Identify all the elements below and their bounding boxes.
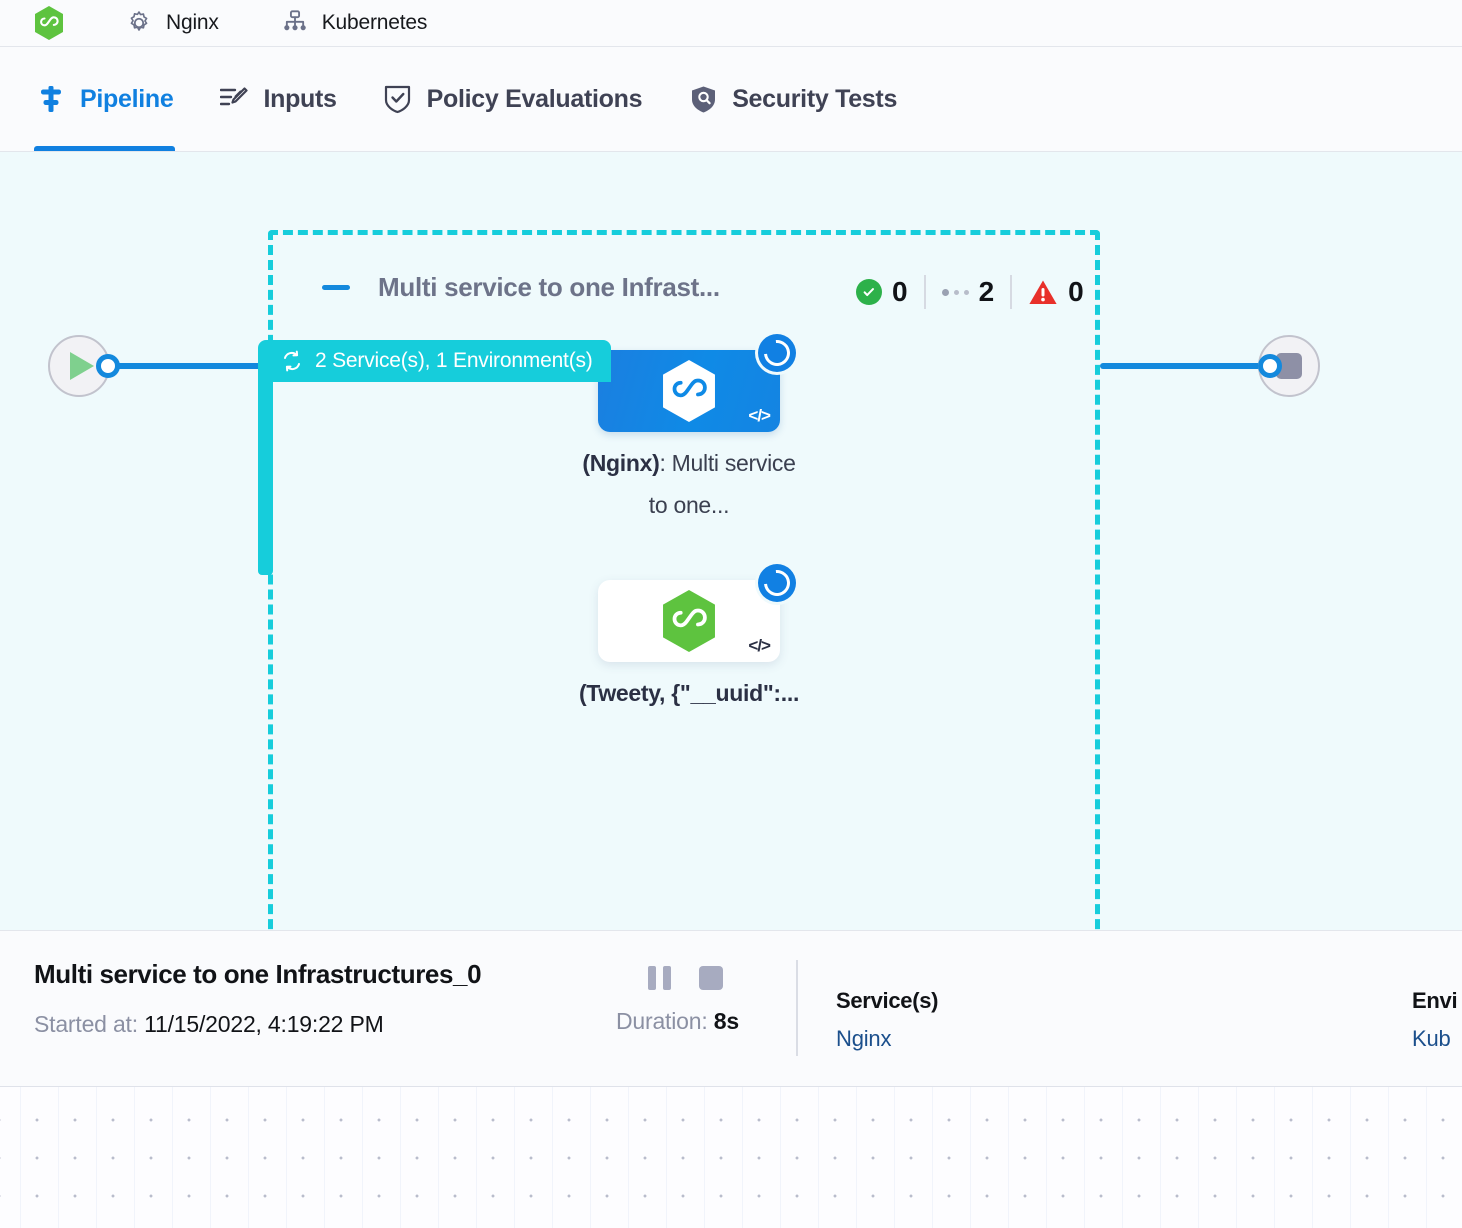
counter-success[interactable]: 0 (840, 272, 924, 312)
warning-triangle-icon (1028, 279, 1058, 306)
loading-spinner-icon (758, 334, 796, 372)
tab-policy-evaluations[interactable]: Policy Evaluations (383, 47, 643, 151)
node-nginx-label-rest: : Multi service to one... (648, 450, 796, 518)
environments-heading: Envi (1412, 988, 1458, 1013)
code-brackets-icon[interactable]: </> (748, 636, 771, 655)
node-nginx-label-bold: (Nginx) (582, 450, 660, 476)
duration-value: 8s (713, 1008, 739, 1034)
check-circle-icon (856, 279, 882, 305)
background-dot-grid (0, 1087, 1462, 1228)
execution-detail-panel: Multi service to one Infrastructures_0 S… (0, 930, 1462, 1087)
detail-divider-1 (796, 960, 798, 1056)
tab-security-tests-label: Security Tests (732, 84, 898, 113)
sitemap-icon (283, 10, 306, 31)
tab-pipeline-label: Pipeline (80, 84, 174, 113)
tab-policy-evaluations-label: Policy Evaluations (426, 84, 643, 113)
duration-label: Duration: (616, 1008, 708, 1034)
start-node-port[interactable] (96, 354, 120, 378)
started-at-value: 11/15/2022, 4:19:22 PM (144, 1011, 384, 1037)
stage-title: Multi service to one Infrast... (378, 272, 720, 302)
breadcrumb: Nginx Kubernetes (0, 0, 1462, 46)
group-tab-text: 2 Service(s), 1 Environment(s) (315, 349, 593, 372)
harness-hexagon-logo-icon (35, 6, 63, 40)
counter-error-value: 0 (1068, 276, 1084, 307)
start-node[interactable] (48, 335, 110, 397)
gear-icon (130, 11, 148, 31)
tab-inputs-label: Inputs (263, 84, 337, 113)
tab-inputs[interactable]: Inputs (219, 47, 337, 151)
breadcrumb-service-label: Nginx (166, 11, 219, 34)
group-rail (258, 382, 273, 575)
node-nginx-label: (Nginx): Multi service to one... (574, 442, 804, 526)
inputs-pencil-icon (219, 84, 249, 114)
counter-divider-1 (923, 275, 926, 309)
stage-counters: 0 2 0 (840, 272, 1100, 312)
shield-scan-icon (688, 84, 718, 114)
code-brackets-icon[interactable]: </> (748, 406, 771, 425)
execution-title: Multi service to one Infrastructures_0 (34, 959, 482, 989)
execution-duration: Duration: 8s (616, 1008, 739, 1035)
breadcrumb-environment-label: Kubernetes (321, 11, 428, 34)
pipeline-icon (36, 84, 66, 114)
breadcrumb-item-service[interactable]: Nginx (125, 9, 219, 37)
node-nginx[interactable]: </> (Nginx): Multi service to one... (582, 334, 796, 518)
node-tweety-label-text: (Tweety, {"__uuid":... (578, 680, 800, 706)
node-nginx-card[interactable]: </> (598, 334, 796, 432)
pause-button[interactable] (648, 966, 671, 990)
tab-pipeline[interactable]: Pipeline (33, 47, 176, 151)
environments-value-link[interactable]: Kub (1412, 1026, 1451, 1051)
counter-pending[interactable]: 2 (926, 272, 1011, 312)
counter-divider-2 (1010, 275, 1013, 309)
started-at-label: Started at: (34, 1011, 138, 1037)
breadcrumb-item-logo[interactable] (34, 6, 77, 40)
services-heading: Service(s) (836, 988, 939, 1013)
detail-column-services: Service(s) Nginx (836, 988, 938, 1052)
tab-security-tests[interactable]: Security Tests (688, 47, 897, 151)
execution-started: Started at: 11/15/2022, 4:19:22 PM (34, 1011, 384, 1038)
harness-hexagon-white-icon (663, 359, 715, 423)
pipeline-canvas[interactable]: 2 Service(s), 1 Environment(s) Multi ser… (0, 152, 1462, 930)
harness-hexagon-green-icon (663, 589, 715, 653)
end-node-port[interactable] (1258, 354, 1282, 378)
edge-start-to-group (108, 363, 268, 369)
shield-check-icon (383, 84, 413, 114)
stage-header[interactable]: Multi service to one Infrast... (322, 272, 720, 303)
node-tweety[interactable]: </> (Tweety, {"__uuid":... (579, 564, 799, 706)
play-icon (70, 352, 94, 380)
loop-arrows-icon (284, 350, 300, 372)
tab-bar: Pipeline Inputs Policy Evaluations (0, 46, 1462, 152)
stop-button[interactable] (699, 966, 723, 990)
edge-group-to-end (1100, 363, 1272, 369)
counter-error[interactable]: 0 (1012, 272, 1100, 312)
pending-dots-icon (941, 288, 969, 296)
stage-group-box (268, 230, 1100, 930)
counter-success-value: 0 (892, 276, 908, 307)
services-value-link[interactable]: Nginx (836, 1026, 892, 1051)
node-tweety-label: (Tweety, {"__uuid":... (574, 672, 804, 714)
group-tab-label[interactable]: 2 Service(s), 1 Environment(s) (258, 340, 611, 382)
loading-spinner-icon (758, 564, 796, 602)
node-tweety-card[interactable]: </> (598, 564, 796, 662)
execution-transport-controls (648, 966, 723, 990)
counter-pending-value: 2 (978, 276, 995, 307)
detail-column-environments: Envi Kub (1412, 988, 1458, 1052)
collapse-dash-icon[interactable] (322, 285, 350, 290)
breadcrumb-item-environment[interactable]: Kubernetes (281, 9, 427, 37)
